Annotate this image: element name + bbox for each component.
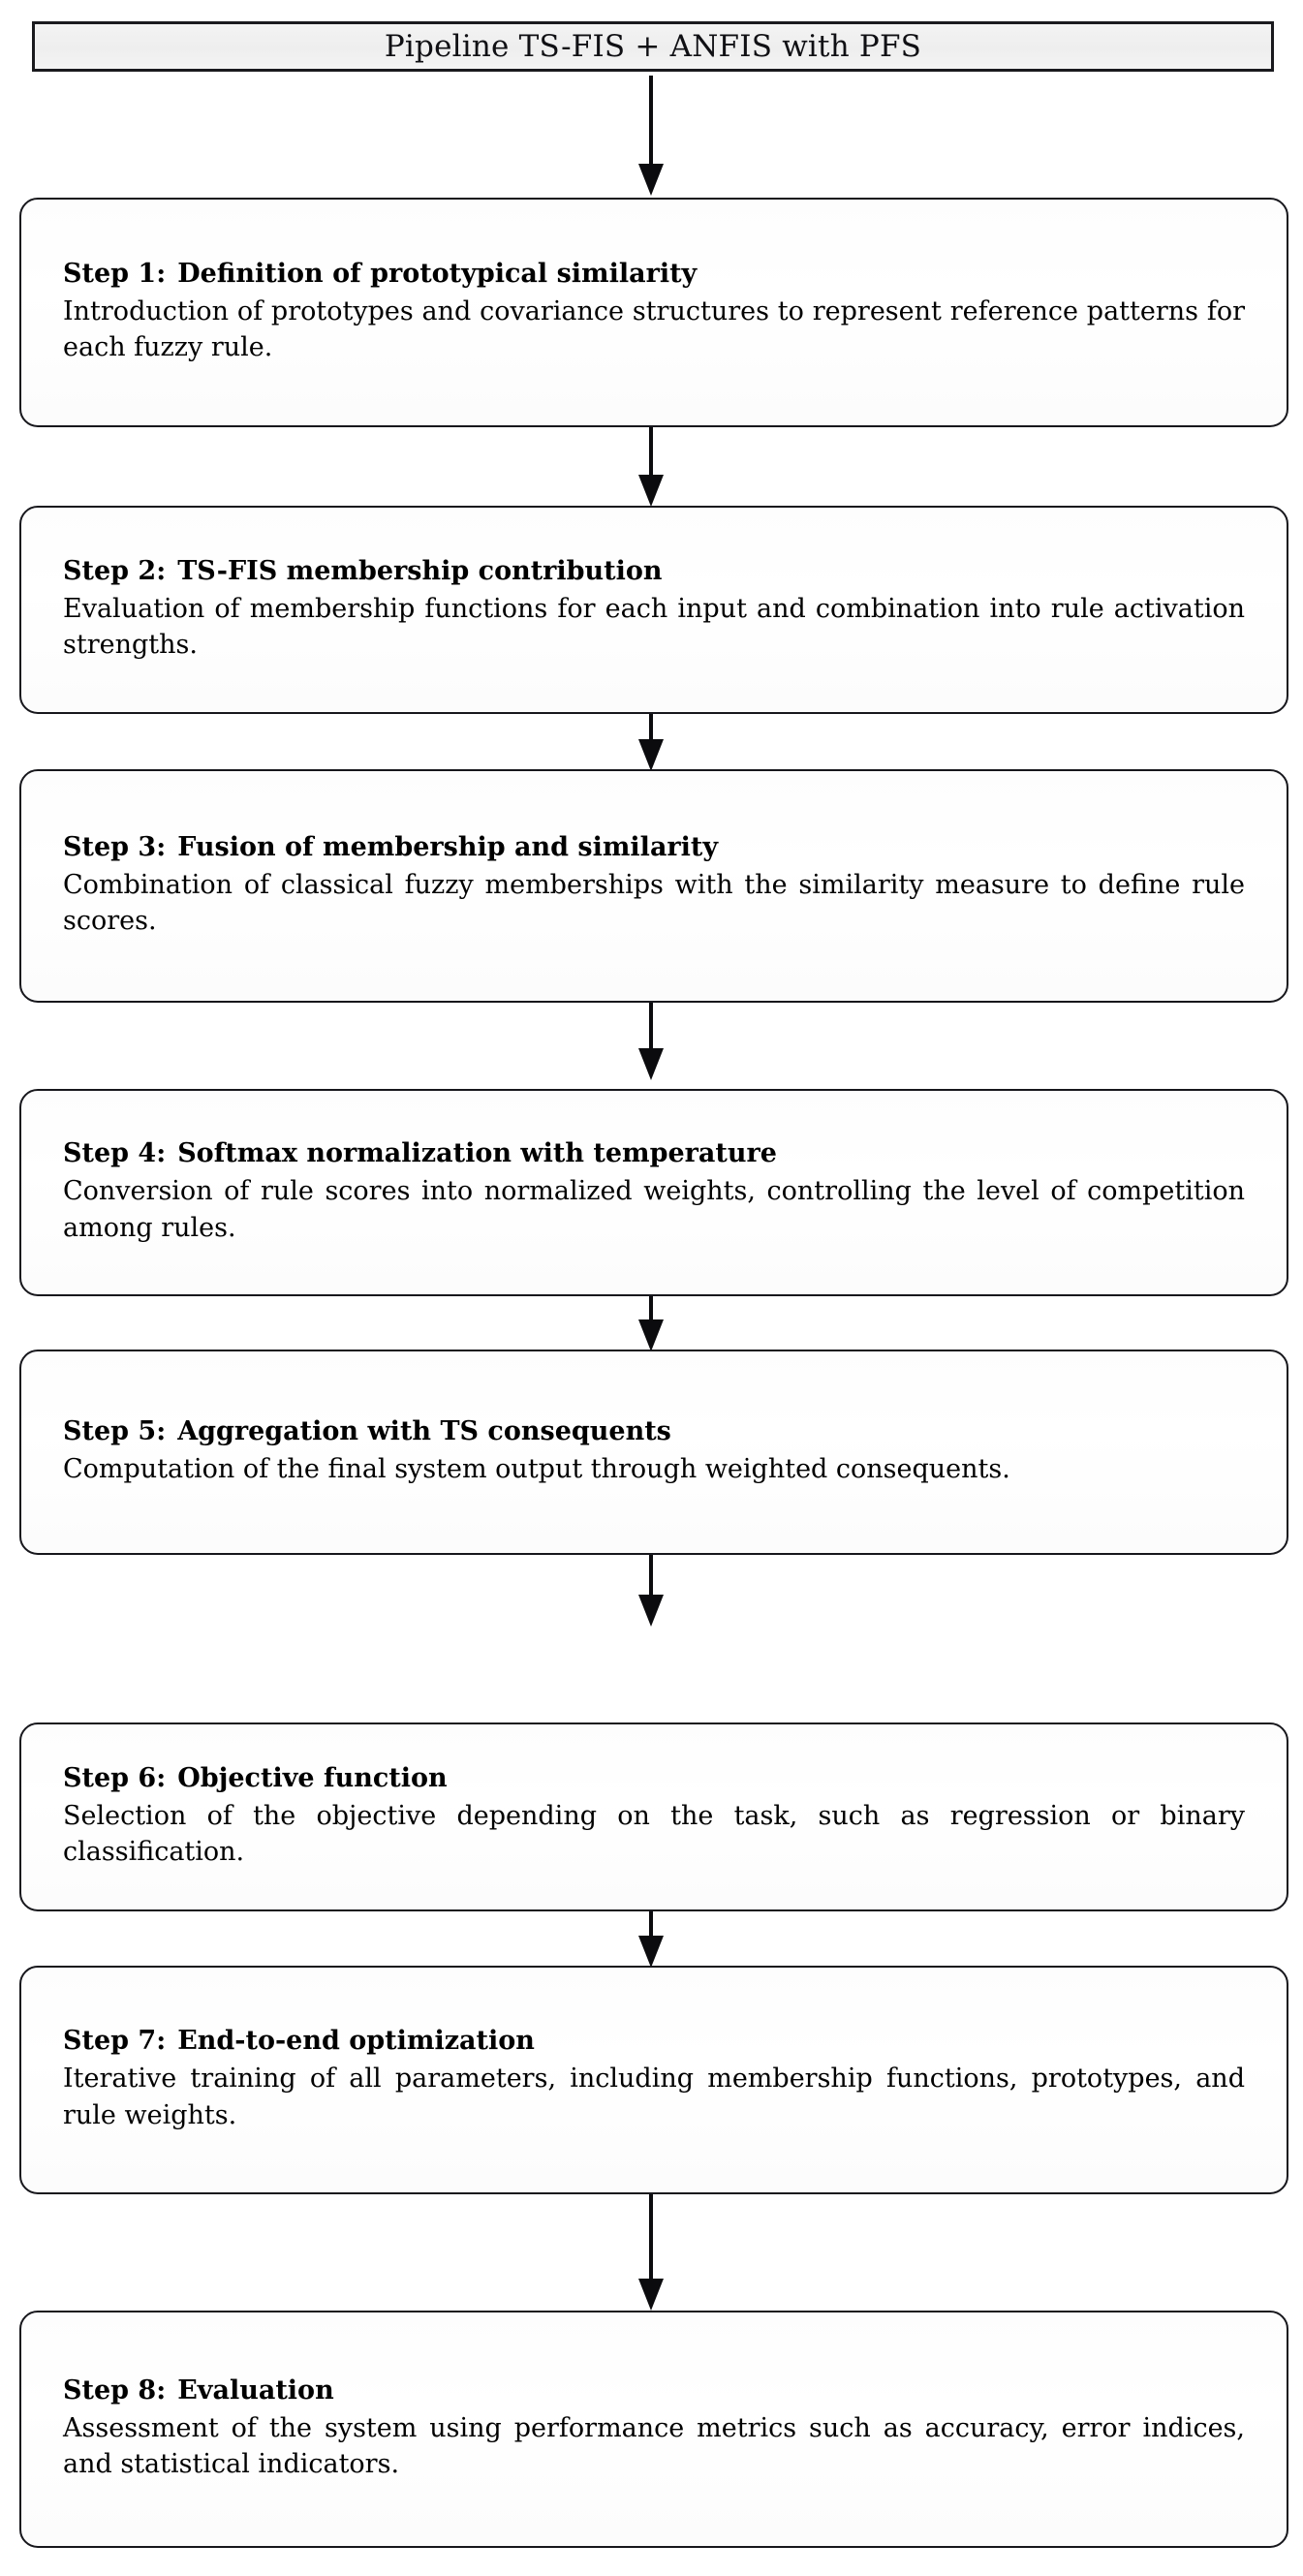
connector-arrow-step-2-to-step-3 bbox=[638, 714, 664, 771]
arrow-shaft bbox=[649, 1003, 653, 1049]
step-label-4: Step 4: bbox=[63, 1138, 167, 1169]
step-label-1: Step 1: bbox=[63, 258, 167, 289]
step-label-3: Step 3: bbox=[63, 831, 167, 862]
step-node-2: Step 2: TS-FIS membership contribution Ev… bbox=[19, 506, 1288, 714]
step-heading-8: Step 8: Evaluation bbox=[63, 2375, 1245, 2407]
arrow-head-icon bbox=[638, 164, 664, 196]
step-title-1: Definition of prototypical similarity bbox=[177, 258, 698, 289]
arrow-shaft bbox=[649, 76, 653, 165]
step-title-7: End-to-end optimization bbox=[177, 2026, 535, 2057]
step-label-7: Step 7: bbox=[63, 2026, 167, 2057]
step-title-5: Aggregation with TS consequents bbox=[177, 1416, 671, 1447]
step-body-1: Introduction of prototypes and covarianc… bbox=[63, 295, 1245, 363]
step-heading-7: Step 7: End-to-end optimization bbox=[63, 2026, 1245, 2058]
pipeline-header-node: Pipeline TS-FIS + ANFIS with PFS bbox=[32, 21, 1274, 72]
arrow-head-icon bbox=[638, 1595, 664, 1627]
step-heading-6: Step 6: Objective function bbox=[63, 1763, 1245, 1795]
arrow-head-icon bbox=[638, 1936, 664, 1968]
step-body-7: Iterative training of all parameters, in… bbox=[63, 2064, 1245, 2130]
step-heading-5: Step 5: Aggregation with TS consequents bbox=[63, 1416, 1245, 1448]
arrow-head-icon bbox=[638, 2279, 664, 2311]
step-node-3: Step 3: Fusion of membership and similari… bbox=[19, 769, 1288, 1003]
step-label-6: Step 6: bbox=[63, 1762, 167, 1793]
arrow-shaft bbox=[649, 2194, 653, 2280]
connector-arrow-header-to-step-1 bbox=[638, 76, 664, 196]
arrow-shaft bbox=[649, 1555, 653, 1596]
arrow-shaft bbox=[649, 1911, 653, 1937]
arrow-shaft bbox=[649, 427, 653, 476]
step-node-7: Step 7: End-to-end optimization Iterative… bbox=[19, 1966, 1288, 2194]
step-node-8: Step 8: Evaluation Assessment of the syst… bbox=[19, 2311, 1288, 2548]
step-title-2: TS-FIS membership contribution bbox=[177, 555, 663, 586]
step-node-4: Step 4: Softmax normalization with temper… bbox=[19, 1089, 1288, 1296]
arrow-shaft bbox=[649, 714, 653, 740]
arrow-shaft bbox=[649, 1296, 653, 1320]
step-title-3: Fusion of membership and similarity bbox=[177, 831, 719, 862]
step-body-8: Assessment of the system using performan… bbox=[63, 2412, 1245, 2480]
step-body-2: Evaluation of membership functions for e… bbox=[63, 593, 1245, 661]
connector-arrow-step-1-to-step-2 bbox=[638, 427, 664, 507]
arrow-head-icon bbox=[638, 475, 664, 507]
step-heading-1: Step 1: Definition of prototypical simila… bbox=[63, 259, 1245, 291]
step-label-5: Step 5: bbox=[63, 1416, 167, 1447]
step-node-6: Step 6: Objective function Selection of t… bbox=[19, 1723, 1288, 1911]
connector-arrow-step-6-to-step-7 bbox=[638, 1911, 664, 1968]
arrow-head-icon bbox=[638, 1048, 664, 1080]
step-heading-4: Step 4: Softmax normalization with temper… bbox=[63, 1138, 1245, 1170]
pipeline-title: Pipeline TS-FIS + ANFIS with PFS bbox=[384, 28, 922, 64]
step-node-5: Step 5: Aggregation with TS consequents C… bbox=[19, 1350, 1288, 1555]
step-body-3: Combination of classical fuzzy membershi… bbox=[63, 869, 1245, 937]
connector-arrow-step-5-to-step-6 bbox=[638, 1555, 664, 1627]
step-body-5: Computation of the final system output t… bbox=[63, 1454, 1010, 1485]
step-heading-2: Step 2: TS-FIS membership contribution bbox=[63, 556, 1245, 588]
step-label-2: Step 2: bbox=[63, 555, 167, 586]
step-title-6: Objective function bbox=[177, 1762, 448, 1793]
arrow-head-icon bbox=[638, 1319, 664, 1351]
step-title-4: Softmax normalization with temperature bbox=[177, 1138, 777, 1169]
step-title-8: Evaluation bbox=[177, 2374, 334, 2405]
step-heading-3: Step 3: Fusion of membership and similari… bbox=[63, 832, 1245, 864]
step-body-6: Selection of the objective depending on … bbox=[63, 1800, 1245, 1868]
step-node-1: Step 1: Definition of prototypical simila… bbox=[19, 198, 1288, 427]
connector-arrow-step-7-to-step-8 bbox=[638, 2194, 664, 2311]
step-body-4: Conversion of rule scores into normalize… bbox=[63, 1176, 1245, 1243]
connector-arrow-step-3-to-step-4 bbox=[638, 1003, 664, 1080]
connector-arrow-step-4-to-step-5 bbox=[638, 1296, 664, 1351]
step-label-8: Step 8: bbox=[63, 2374, 167, 2405]
arrow-head-icon bbox=[638, 739, 664, 771]
